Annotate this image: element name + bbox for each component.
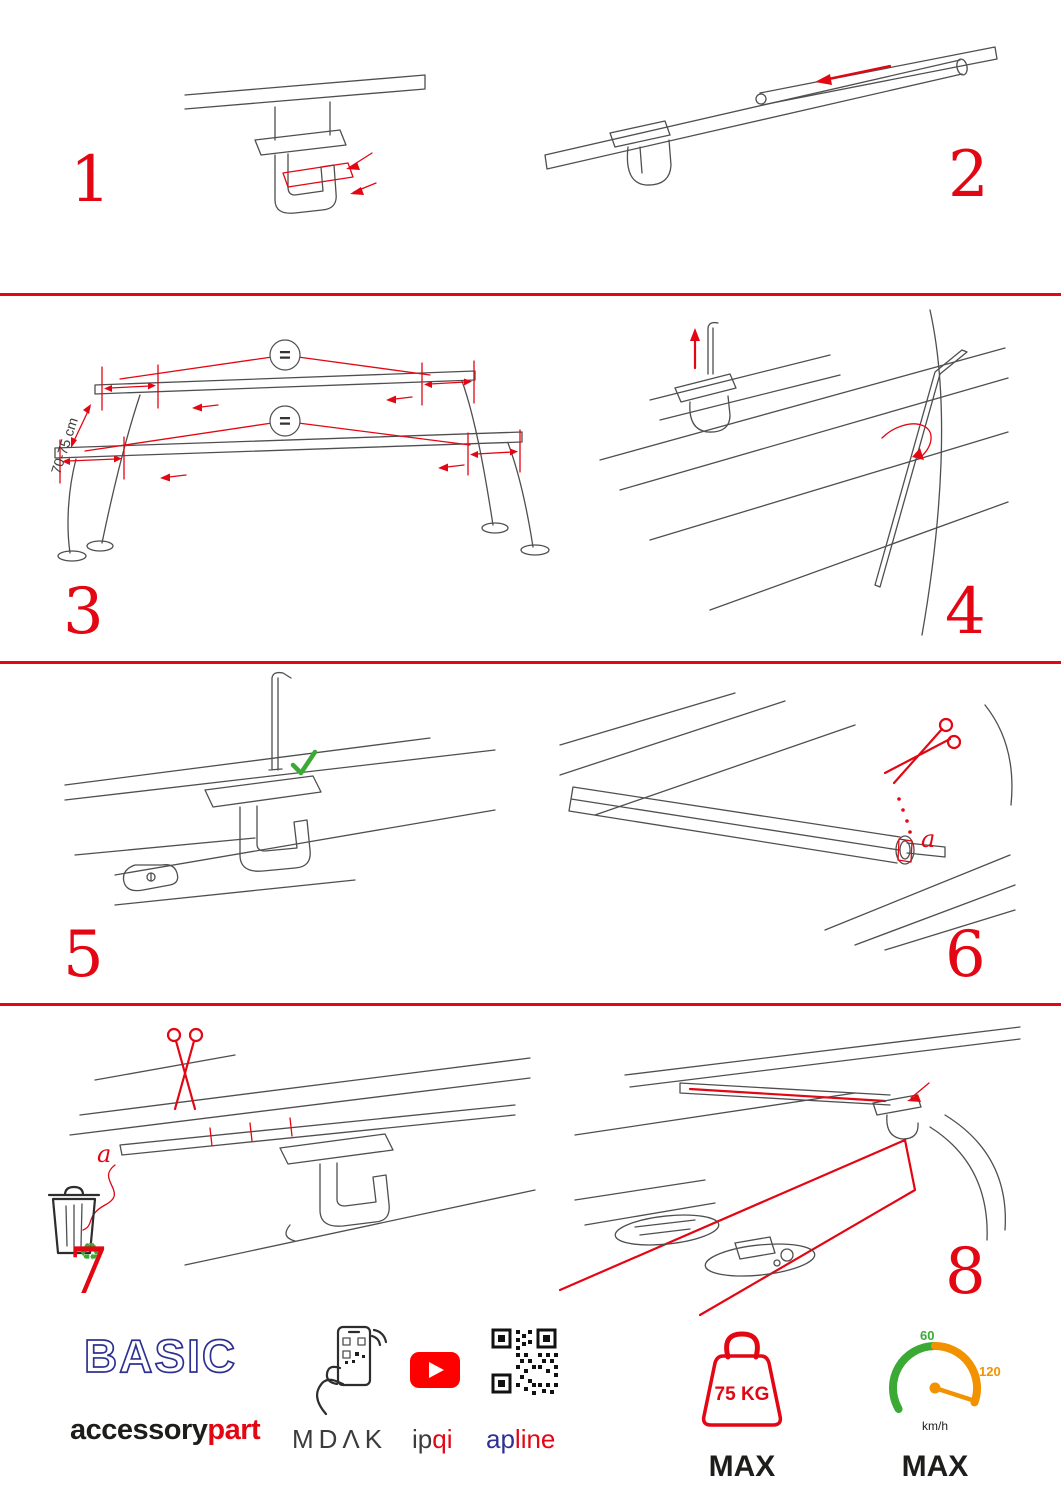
discard-squiggle (82, 1164, 116, 1231)
zoom-callout-lines (558, 1138, 917, 1317)
speed-max-label: MAX (901, 1450, 969, 1483)
step-3-number: 3 (63, 575, 104, 649)
step-7-illustration: a ♻ (47, 1027, 536, 1266)
step-1: 1 (0, 0, 1061, 293)
step-3-illustration: = = 70-75 cm (48, 339, 550, 562)
youtube-icon (410, 1352, 460, 1388)
step-6-illustration: a (559, 692, 1016, 951)
equal-spacing-callout-rear: = (119, 339, 431, 380)
equals-symbol: = (279, 345, 291, 367)
strip-end-highlight (897, 838, 913, 863)
weight-max-label: MAX (708, 1450, 776, 1483)
cut-label-a: a (97, 1140, 111, 1168)
brand-basic-text: BASIC (84, 1330, 237, 1382)
phone-qr-scan-icon (315, 1325, 388, 1416)
strip-highlight (688, 1087, 887, 1103)
bar-distance-label: 70-75 cm (48, 415, 81, 475)
insert-arrow (690, 328, 700, 370)
step-1-illustration (184, 74, 426, 214)
partner-apline-blue: ap (486, 1424, 515, 1454)
slide-direction-arrow (815, 64, 892, 85)
partner-ipqi: ipqi (412, 1424, 453, 1455)
section-divider-1 (0, 293, 1061, 296)
section-divider-3 (0, 1003, 1061, 1006)
cut-label-a: a (921, 825, 935, 853)
step-5-illustration (64, 671, 496, 906)
speed-tick-120: 120 (979, 1364, 1001, 1379)
scissors-icon (166, 1027, 204, 1111)
step-2-number: 2 (948, 138, 989, 212)
step-4-number: 4 (945, 575, 986, 649)
step-6-number: 6 (945, 918, 986, 992)
rubber-pad-highlight (282, 152, 377, 195)
speed-tick-60: 60 (920, 1328, 934, 1343)
max-weight-icon: 75 KG (701, 1331, 783, 1427)
slide-arrows (160, 395, 465, 482)
partner-mdak: MDΛK (292, 1424, 388, 1454)
foot-pads (614, 1214, 816, 1277)
brand-subtitle: accessorypart (70, 1414, 261, 1447)
step-4-illustration (599, 309, 1009, 636)
partner-apline: apline (486, 1424, 555, 1455)
step-5-number: 5 (63, 918, 104, 992)
weight-value: 75 KG (715, 1384, 770, 1405)
recycle-icon: ♻ (79, 1239, 101, 1266)
partner-apline-red: line (514, 1424, 556, 1454)
speedometer-icon: 60 120 km/h (888, 1328, 1001, 1433)
rotation-arrow (881, 423, 932, 460)
brand-logo: BASIC (83, 1329, 237, 1383)
trash-bin-icon: ♻ (47, 1185, 101, 1266)
step-8-illustration (558, 1026, 1021, 1317)
qr-code-icon (491, 1328, 558, 1395)
speed-unit: km/h (922, 1419, 948, 1433)
step-2-illustration (544, 46, 998, 186)
partner-ipqi-red: qi (432, 1424, 453, 1454)
section-divider-2 (0, 661, 1061, 664)
check-icon (290, 749, 318, 776)
bar-distance-dimension: 70-75 cm (48, 404, 91, 476)
allen-key (874, 349, 968, 588)
step-8-number: 8 (945, 1235, 986, 1309)
scissors-icon (883, 717, 962, 834)
equals-symbol: = (279, 411, 291, 433)
partner-ipqi-dark: ip (412, 1424, 433, 1454)
step-1-number: 1 (70, 143, 111, 217)
step-7-number: 7 (68, 1235, 109, 1309)
overhang-dimensions (59, 360, 521, 484)
brand-subtitle-black: accessory (70, 1414, 208, 1446)
equal-spacing-callout-front: = (84, 405, 471, 452)
brand-subtitle-red: part (207, 1414, 261, 1446)
